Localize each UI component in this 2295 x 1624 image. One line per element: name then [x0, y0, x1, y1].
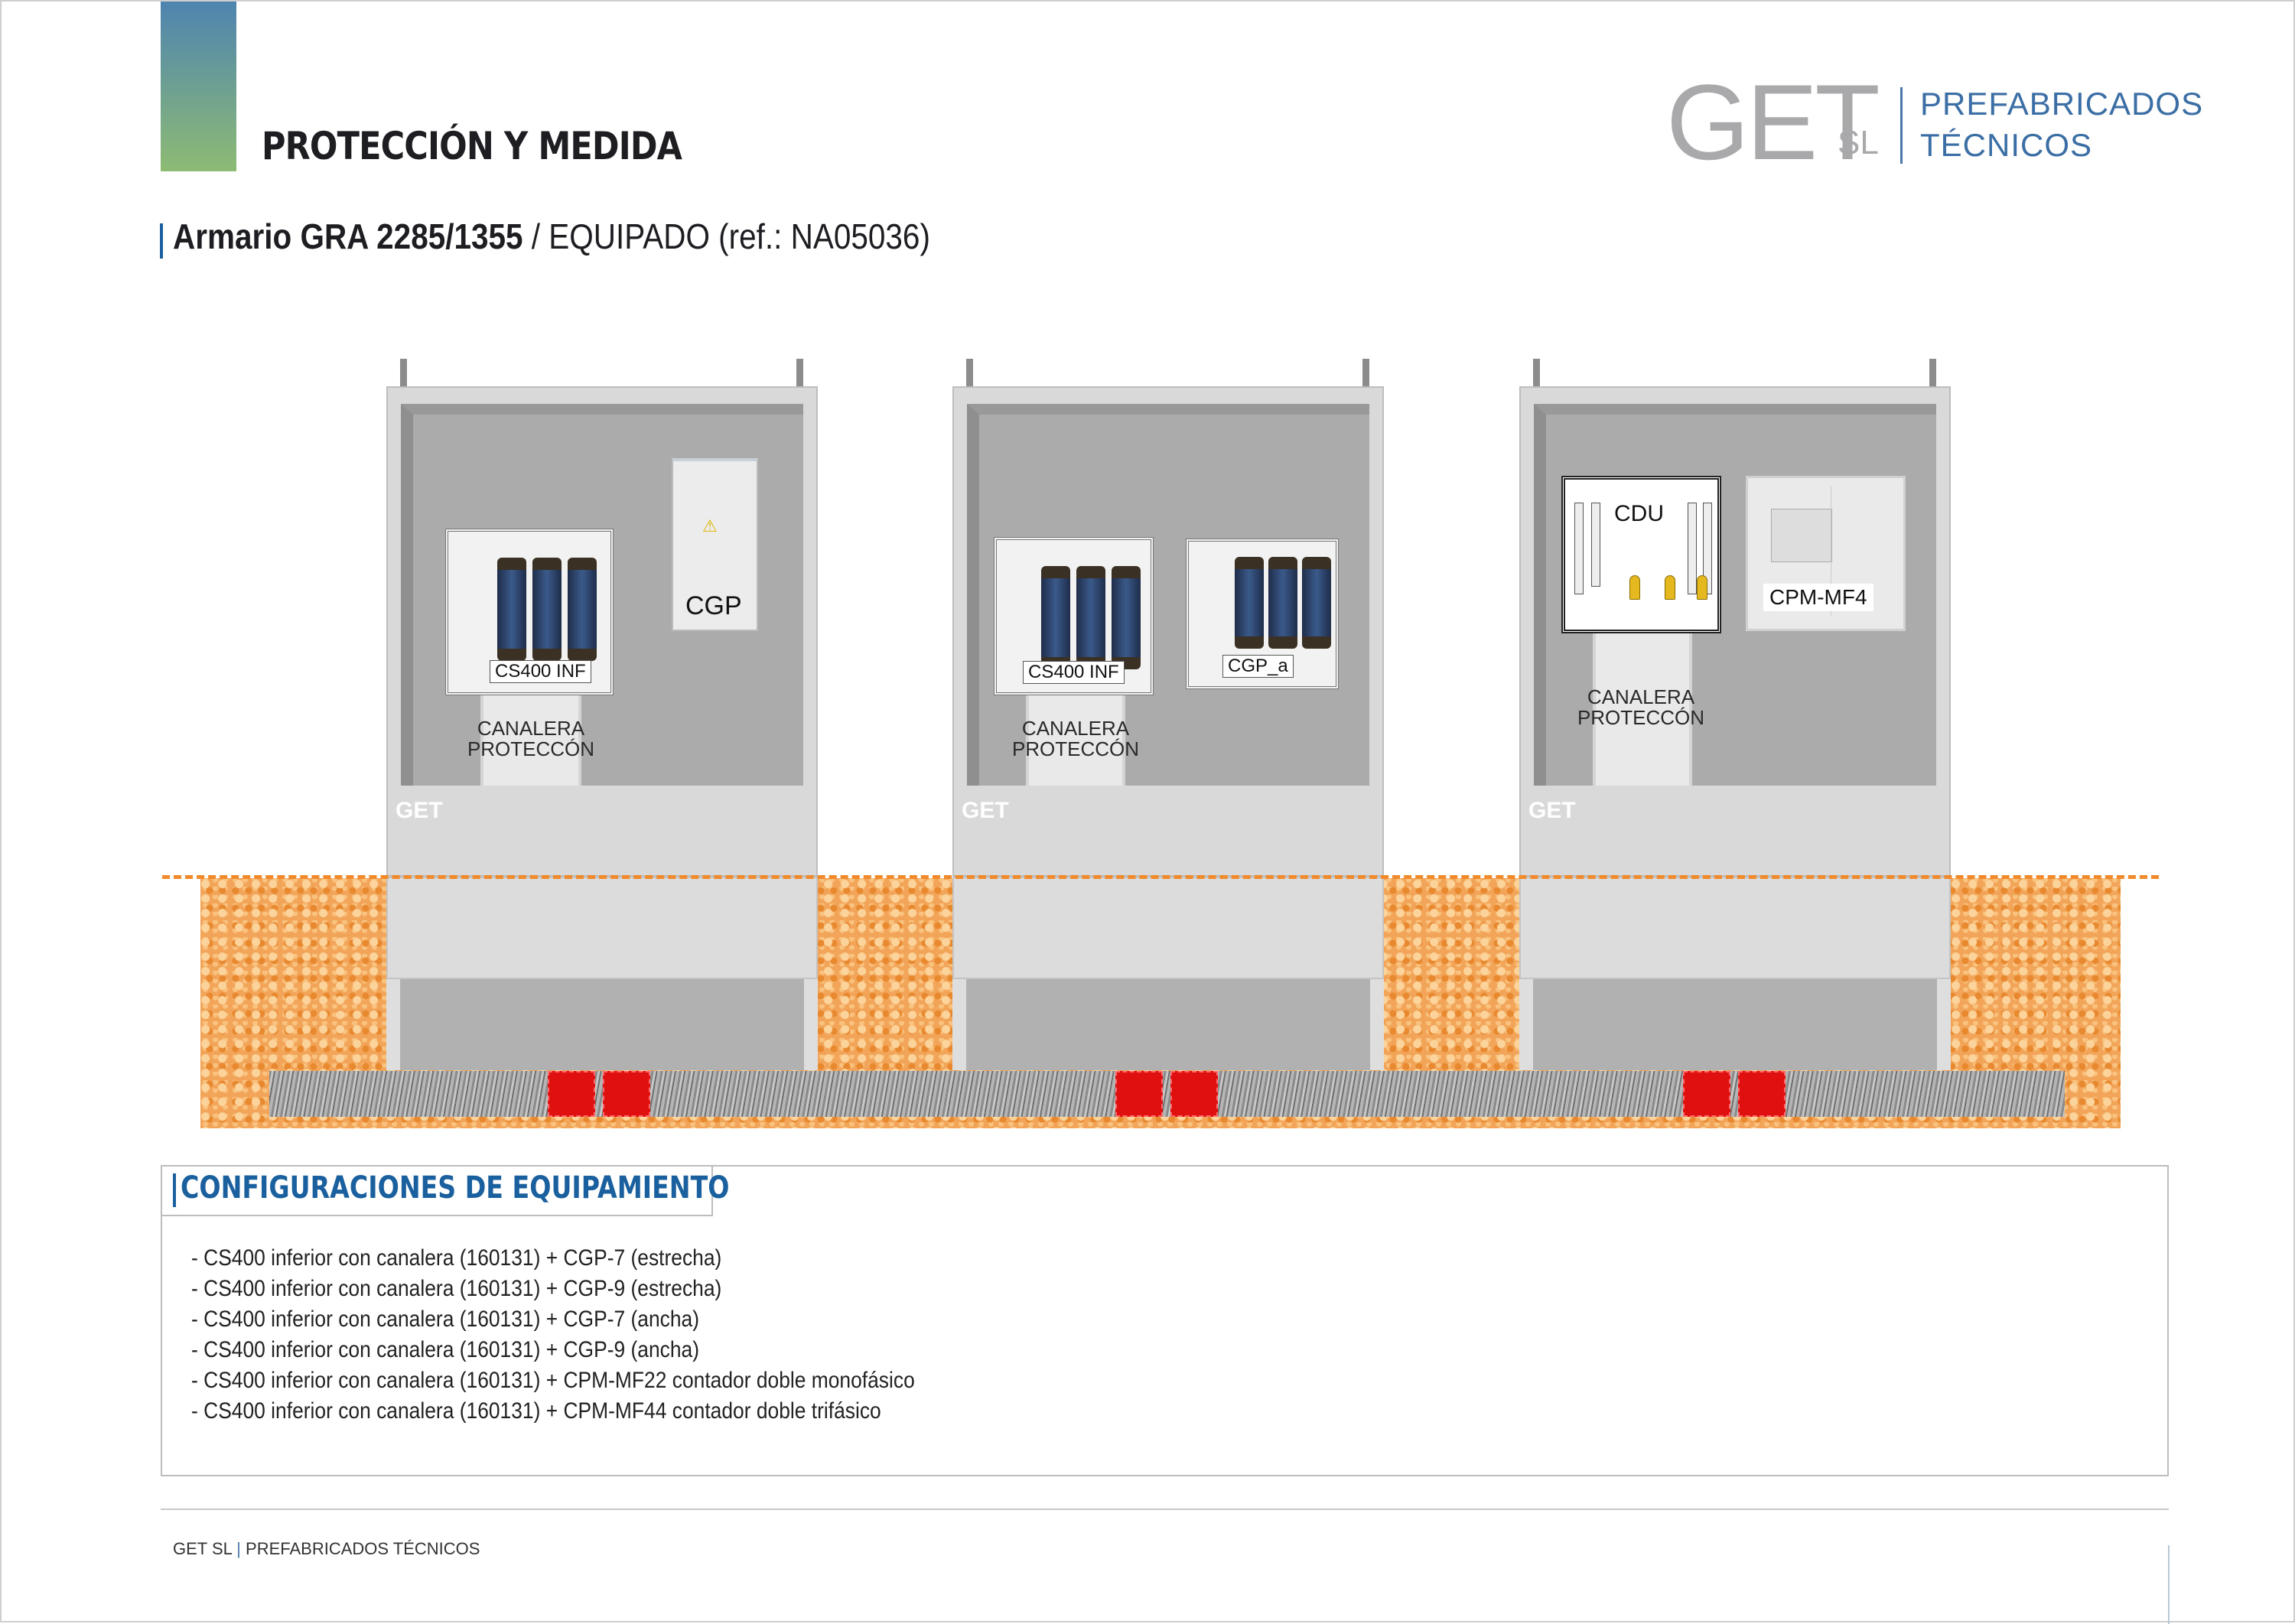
cdu-module: CDU — [1561, 476, 1721, 633]
meter-breaker — [1771, 509, 1832, 562]
cabinet-foundation — [952, 979, 1384, 1070]
channel-label-line: PROTECCÓN — [1011, 737, 1140, 760]
brand-mark: GET — [396, 798, 443, 823]
fuse-icon — [1235, 557, 1264, 649]
lifting-post — [1929, 359, 1936, 386]
config-item: - CS400 inferior con canalera (160131) +… — [191, 1245, 722, 1271]
brand-mark: GET — [1528, 798, 1576, 823]
gravel-bed — [269, 1071, 2065, 1117]
lifting-post — [400, 359, 407, 386]
footer-tagline: PREFABRICADOS TÉCNICOS — [246, 1539, 480, 1558]
config-item: - CS400 inferior con canalera (160131) +… — [191, 1307, 700, 1332]
config-header-marker — [173, 1173, 176, 1207]
logo-suffix: SL — [1838, 124, 1879, 161]
channel-label-line: CANALERA — [477, 717, 585, 740]
product-title: Armario GRA 2285/1355 / EQUIPADO (ref.: … — [173, 216, 930, 257]
lifting-post — [1533, 359, 1540, 386]
cable-lug — [1665, 575, 1675, 600]
footer-vertical-rule — [2168, 1545, 2170, 1624]
warning-icon: ⚠ — [702, 516, 718, 535]
config-item: - CS400 inferior con canalera (160131) +… — [191, 1368, 915, 1393]
logo-line1: PREFABRICADOS — [1920, 86, 2204, 122]
cabinet-foundation — [1519, 979, 1951, 1070]
module-label: CS400 INF — [1023, 661, 1125, 684]
busbar — [1688, 503, 1697, 594]
footer-divider — [161, 1508, 2169, 1510]
lifting-post — [796, 359, 803, 386]
channel — [1026, 695, 1125, 786]
fuse-icon — [568, 558, 597, 661]
logo-mark: GET — [1666, 62, 1880, 182]
cabinet-plinth — [1519, 877, 1951, 979]
lifting-post — [1362, 359, 1369, 386]
lifting-post — [966, 359, 973, 386]
cabinet-plinth — [386, 877, 818, 979]
fuse-icon — [532, 558, 562, 661]
cable-lug — [1697, 575, 1707, 600]
fuse-icon — [1041, 566, 1070, 669]
config-item: - CS400 inferior con canalera (160131) +… — [191, 1276, 722, 1301]
product-name: Armario GRA 2285/1355 — [173, 216, 523, 256]
cgp-a-module: CGP_a — [1186, 539, 1339, 689]
fuse-icon — [1112, 566, 1141, 669]
channel-label-line: CANALERA — [1587, 685, 1695, 708]
duct-block — [548, 1071, 595, 1117]
channel-label-line: PROTECCÓN — [1577, 706, 1705, 729]
fuse-icon — [1076, 566, 1105, 669]
fuse-icon — [1302, 557, 1331, 649]
fuse-icon — [497, 558, 526, 661]
fuse-icon — [1268, 557, 1297, 649]
channel-label-line: PROTECCÓN — [467, 737, 595, 760]
cable-lug — [1629, 575, 1640, 600]
config-title: CONFIGURACIONES DE EQUIPAMIENTO — [181, 1170, 730, 1206]
duct-block — [1738, 1071, 1786, 1117]
header-accent-bar — [161, 2, 236, 171]
duct-block — [603, 1071, 650, 1117]
cabinet-foundation — [386, 979, 818, 1070]
module-label: CGP_a — [1222, 655, 1294, 678]
cs400-module: CS400 INF — [994, 537, 1154, 695]
cabinet-plinth — [952, 877, 1384, 979]
brand-mark: GET — [962, 798, 1009, 823]
channel — [1593, 633, 1692, 786]
config-panel — [161, 1165, 2169, 1476]
cs400-module: CS400 INF — [445, 529, 614, 695]
channel-label-line: CANALERA — [1021, 717, 1130, 740]
config-item: - CS400 inferior con canalera (160131) +… — [191, 1398, 881, 1424]
subtitle-marker — [160, 223, 163, 259]
logo-divider — [1900, 87, 1903, 164]
cgp-module: ⚠ CGP — [672, 458, 758, 631]
cpm-module: CPM-MF4 — [1746, 476, 1906, 631]
busbar — [1703, 503, 1712, 594]
module-label: CPM-MF4 — [1763, 584, 1873, 611]
config-header — [161, 1165, 713, 1216]
footer-separator: | — [236, 1539, 241, 1558]
ground-level-line — [162, 875, 2159, 879]
footer-company: GET SL — [173, 1539, 233, 1558]
busbar — [1574, 503, 1584, 594]
duct-block — [1683, 1071, 1730, 1117]
module-label: CGP — [685, 591, 742, 620]
duct-block — [1115, 1071, 1163, 1117]
product-ref: / EQUIPADO (ref.: NA05036) — [522, 216, 930, 256]
footer-text: GET SL | PREFABRICADOS TÉCNICOS — [173, 1539, 480, 1559]
duct-block — [1170, 1071, 1218, 1117]
module-label: CDU — [1614, 501, 1664, 526]
channel — [480, 695, 581, 786]
section-title: PROTECCIÓN Y MEDIDA — [262, 124, 682, 168]
logo-line2: TÉCNICOS — [1920, 127, 2093, 163]
module-label: CS400 INF — [490, 660, 591, 683]
busbar — [1591, 503, 1600, 587]
config-item: - CS400 inferior con canalera (160131) +… — [191, 1337, 700, 1362]
